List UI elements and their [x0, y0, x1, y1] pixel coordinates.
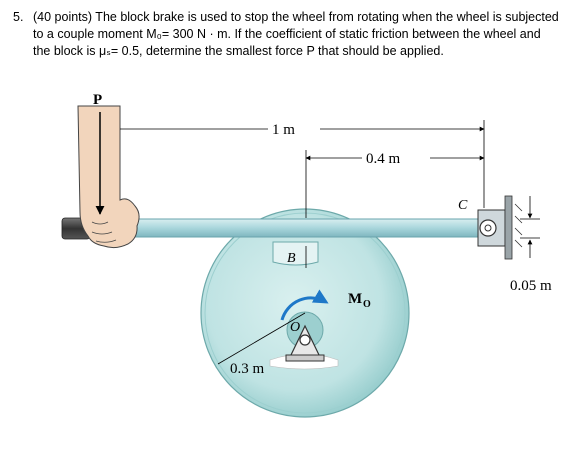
- pin-support-c: [477, 195, 523, 260]
- problem-text-line-1: (40 points) The block brake is used to s…: [33, 10, 559, 24]
- problem-number: 5.: [13, 10, 24, 24]
- problem-text-line-2: to a couple moment M₀= 300 N · m. If the…: [33, 27, 541, 41]
- label-center-o: O: [290, 320, 300, 335]
- label-force-p: P: [93, 92, 102, 108]
- dimension-lines: [120, 120, 540, 365]
- label-radius: 0.3 m: [230, 361, 265, 377]
- moment-arrow: [280, 289, 329, 321]
- problem-statement: 5. (40 points) The block brake is used t…: [0, 0, 581, 90]
- label-length-0-4m: 0.4 m: [366, 151, 401, 167]
- label-moment-sub: O: [363, 299, 371, 310]
- label-offset: 0.05 m: [510, 278, 552, 294]
- label-moment: M O: [348, 291, 371, 310]
- problem-text-line-3: the block is μₛ= 0.5, determine the smal…: [33, 44, 444, 58]
- label-moment-m: M: [348, 291, 362, 307]
- label-pin-c: C: [458, 198, 468, 213]
- wheel-hub: [269, 311, 339, 370]
- hand: [77, 105, 140, 249]
- brake-block-b: [272, 241, 319, 266]
- label-length-1m: 1 m: [272, 122, 295, 138]
- label-block-b: B: [287, 251, 296, 266]
